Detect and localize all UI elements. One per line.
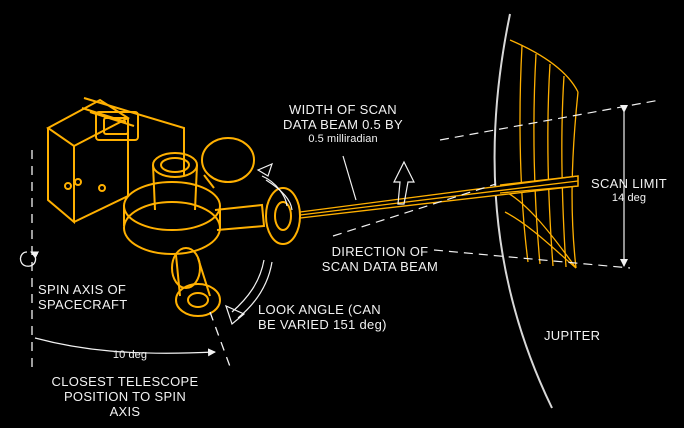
- scan-limit-upper-line: [439, 99, 661, 141]
- look-angle-label: LOOK ANGLE (CAN BE VARIED 151 deg): [258, 302, 387, 332]
- spin-arrow: [19, 251, 40, 267]
- beam-direction-leader: [332, 183, 497, 237]
- closest-position-line3: AXIS: [109, 404, 141, 419]
- spin-axis-line1: SPIN AXIS OF: [38, 282, 127, 297]
- beam-width-line3: 0.5 milliradian: [308, 133, 378, 145]
- spin-axis-label: SPIN AXIS OF SPACECRAFT: [38, 282, 127, 312]
- look-angle-line2: BE VARIED 151 deg): [258, 317, 387, 332]
- offset-angle-text: 10 deg: [112, 349, 148, 361]
- beam-direction-line1: DIRECTION OF: [331, 244, 429, 259]
- scan-limit-lower-line: [433, 249, 631, 269]
- jupiter-label: JUPITER: [544, 328, 600, 343]
- scan-limit-line1: SCAN LIMIT: [591, 176, 667, 191]
- closest-position-label: CLOSEST TELESCOPE POSITION TO SPIN AXIS: [40, 374, 210, 419]
- scan-limit-fan: [501, 39, 579, 269]
- beam-direction-label: DIRECTION OF SCAN DATA BEAM: [300, 244, 460, 274]
- beam-width-line2: DATA BEAM 0.5 BY: [283, 117, 403, 132]
- beam-width-label: WIDTH OF SCAN DATA BEAM 0.5 BY 0.5 milli…: [258, 102, 428, 147]
- spacecraft: [46, 97, 301, 317]
- closest-telescope-line: [209, 311, 233, 373]
- offset-angle-label: 10 deg: [100, 346, 160, 363]
- closest-position-line2: POSITION TO SPIN: [63, 389, 187, 404]
- beam-direction-line2: SCAN DATA BEAM: [321, 259, 439, 274]
- offset-dimension-line: [34, 337, 216, 357]
- beam-direction-arrow: [393, 160, 415, 205]
- look-angle-arrows: [225, 162, 293, 326]
- beam-width-leader: [342, 155, 357, 201]
- closest-position-line1: CLOSEST TELESCOPE: [51, 374, 199, 389]
- jupiter-text: JUPITER: [544, 328, 601, 343]
- scan-limit-line2: 14 deg: [611, 192, 647, 204]
- look-angle-line1: LOOK ANGLE (CAN: [258, 302, 381, 317]
- spin-axis-line2: SPACECRAFT: [38, 297, 128, 312]
- scan-data-beam: [299, 175, 579, 219]
- scan-limit-label: SCAN LIMIT 14 deg: [584, 176, 674, 206]
- beam-width-line1: WIDTH OF SCAN: [289, 102, 397, 117]
